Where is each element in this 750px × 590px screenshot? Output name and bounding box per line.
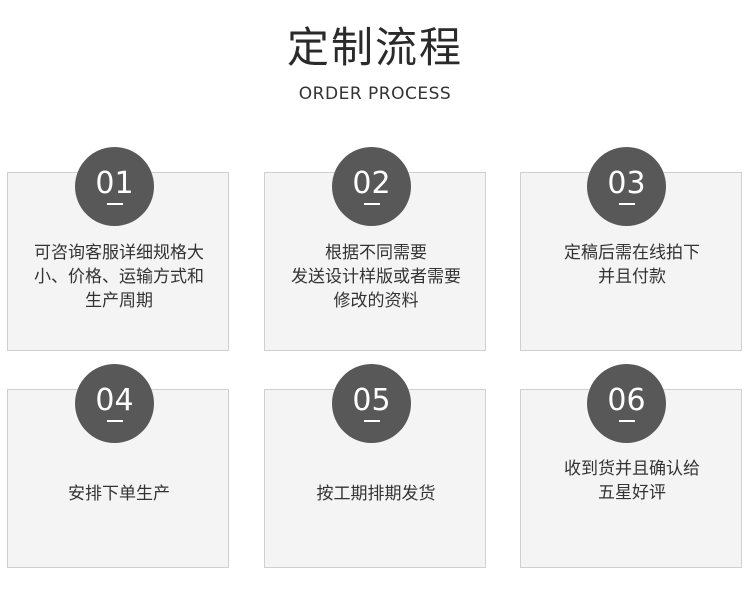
step-2-text: 根据不同需要 发送设计样版或者需要 修改的资料 bbox=[265, 241, 487, 313]
step-5-number: 05 bbox=[352, 383, 391, 418]
step-3-text: 定稿后需在线拍下 并且付款 bbox=[521, 241, 743, 289]
step-2-line-1: 根据不同需要 bbox=[325, 243, 427, 263]
step-1-number: 01 bbox=[95, 166, 134, 201]
step-4-underline bbox=[106, 420, 123, 422]
step-1-underline bbox=[106, 203, 123, 205]
step-6-underline bbox=[618, 420, 635, 422]
step-3-line-2: 并且付款 bbox=[598, 267, 666, 287]
page-subtitle: ORDER PROCESS bbox=[298, 84, 452, 104]
step-3-line-1: 定稿后需在线拍下 bbox=[564, 243, 700, 263]
step-1-line-3: 生产周期 bbox=[85, 291, 153, 311]
step-1-badge: 01 bbox=[75, 147, 154, 226]
step-6-number: 06 bbox=[607, 383, 646, 418]
step-2-line-3: 修改的资料 bbox=[333, 291, 419, 311]
step-4-badge: 04 bbox=[75, 364, 154, 443]
step-6-line-1: 收到货并且确认给 bbox=[564, 459, 700, 479]
step-5-line-1: 按工期排期发货 bbox=[316, 484, 436, 504]
step-1-line-1: 可咨询客服详细规格大 bbox=[34, 243, 204, 263]
step-2-number: 02 bbox=[352, 166, 391, 201]
step-3-badge: 03 bbox=[587, 147, 666, 226]
step-4-number: 04 bbox=[95, 383, 134, 418]
step-5-underline bbox=[363, 420, 380, 422]
step-2-badge: 02 bbox=[332, 147, 411, 226]
step-6-badge: 06 bbox=[587, 364, 666, 443]
step-3-underline bbox=[618, 203, 635, 205]
step-6-line-2: 五星好评 bbox=[598, 483, 666, 503]
step-2-line-2: 发送设计样版或者需要 bbox=[291, 267, 461, 287]
step-4-line-1: 安排下单生产 bbox=[68, 484, 170, 504]
step-1-text: 可咨询客服详细规格大 小、价格、运输方式和 生产周期 bbox=[8, 241, 230, 313]
step-4-text: 安排下单生产 bbox=[8, 482, 230, 506]
step-3-number: 03 bbox=[607, 166, 646, 201]
step-2-underline bbox=[363, 203, 380, 205]
step-6-text: 收到货并且确认给 五星好评 bbox=[521, 457, 743, 505]
step-5-badge: 05 bbox=[332, 364, 411, 443]
step-1-line-2: 小、价格、运输方式和 bbox=[34, 267, 204, 287]
page-title: 定制流程 bbox=[286, 23, 463, 72]
step-5-text: 按工期排期发货 bbox=[265, 482, 487, 506]
